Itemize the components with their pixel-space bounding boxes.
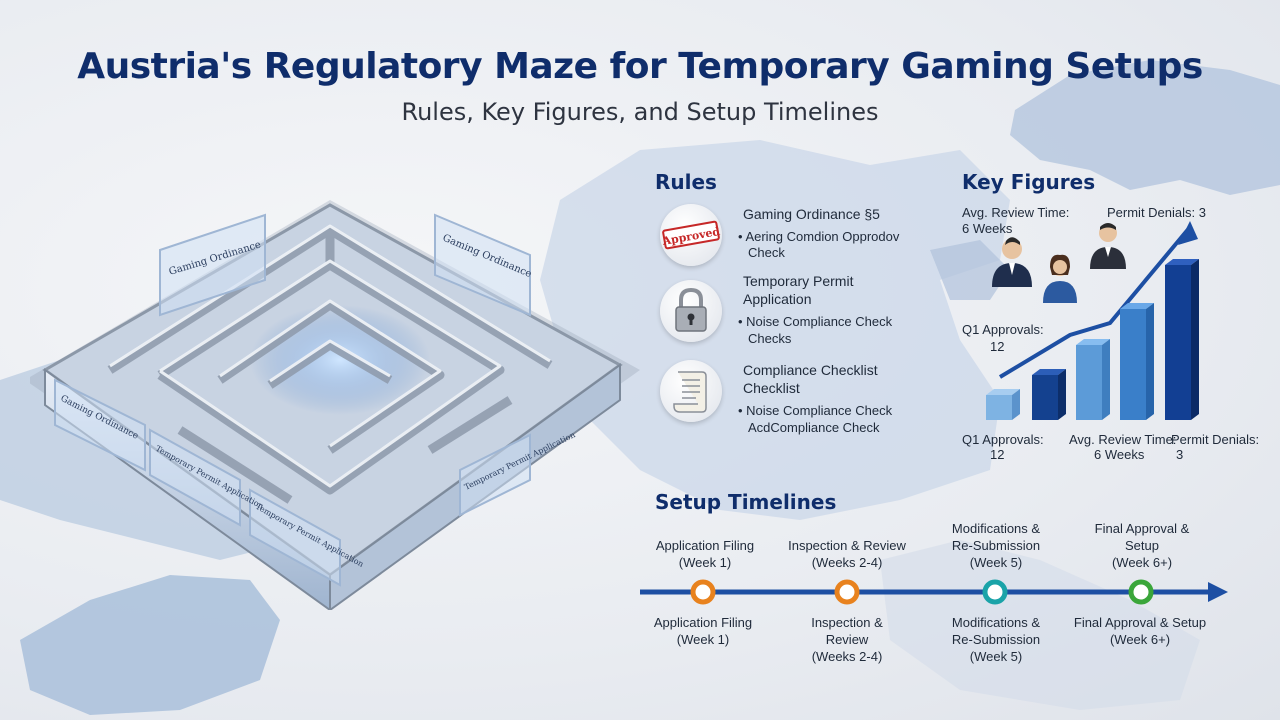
timeline-step-label: Modifications & xyxy=(951,521,1041,536)
timeline-step-week: (Week 1) xyxy=(676,632,730,647)
map-region-bottom-left xyxy=(20,575,280,715)
timeline-step-label: Inspection & xyxy=(811,615,883,630)
timeline-node xyxy=(982,579,1008,605)
timeline-step-label: Review xyxy=(825,632,869,647)
person-icon xyxy=(1090,223,1126,269)
permit-denials-label: Permit Denials: 3 xyxy=(1107,205,1206,220)
key-figures-heading: Key Figures xyxy=(962,170,1096,194)
padlock-icon xyxy=(660,280,722,342)
rule-detail: Checks xyxy=(748,331,792,346)
timeline-step-label: Final Approval & xyxy=(1094,521,1190,536)
timeline-node xyxy=(690,579,716,605)
person-icon xyxy=(1043,254,1077,303)
timeline-track xyxy=(640,579,1228,605)
page-title: Austria's Regulatory Maze for Temporary … xyxy=(77,46,1203,87)
rule-detail: Check xyxy=(748,245,785,260)
q1-approvals-value: 12 xyxy=(990,339,1005,354)
timeline-step-label: Application Filing xyxy=(655,538,755,553)
avg-review-label: Avg. Review Time: xyxy=(962,205,1070,220)
scroll-document-icon xyxy=(660,360,722,422)
map-region-mid-right xyxy=(930,240,1010,300)
timeline-step-week: (Weeks 2-4) xyxy=(811,649,883,664)
timeline-arrowhead xyxy=(1208,582,1228,602)
rule-title: Checklist xyxy=(743,380,800,396)
timeline-step-label: Modifications & xyxy=(951,615,1041,630)
bar-label-value: 6 Weeks xyxy=(1094,447,1145,462)
timeline-node xyxy=(1128,579,1154,605)
timeline-step-label: Re-Submission xyxy=(951,538,1041,553)
rule-detail: • Noise Compliance Check xyxy=(738,314,893,329)
timeline-step-label: Final Approval & Setup xyxy=(1073,615,1207,630)
timeline-step-week: (Week 6+) xyxy=(1109,632,1171,647)
page-subtitle: Rules, Key Figures, and Setup Timelines xyxy=(401,98,879,126)
rule-title: Temporary Permit xyxy=(743,273,854,289)
map-region-center xyxy=(540,140,1010,520)
rule-title: Gaming Ordinance §5 xyxy=(743,206,880,222)
timeline-step-label: Re-Submission xyxy=(951,632,1041,647)
bar-label: Permit Denials: xyxy=(1171,432,1260,447)
rule-detail: • Noise Compliance Check xyxy=(738,403,893,418)
maze-glass-panels xyxy=(54,213,531,587)
timeline-step-week: (Week 5) xyxy=(969,555,1023,570)
map-region-top-right xyxy=(1010,60,1280,195)
timeline-step-week: (Week 1) xyxy=(678,555,732,570)
timeline-node xyxy=(834,579,860,605)
rule-title: Application xyxy=(743,291,812,307)
person-icon xyxy=(992,237,1032,287)
trend-arrow xyxy=(998,225,1192,379)
timeline-step-label: Setup xyxy=(1125,538,1159,553)
timeline-step-week: (Week 5) xyxy=(969,649,1023,664)
timeline-step-week: (Week 6+) xyxy=(1111,555,1173,570)
q1-approvals-label: Q1 Approvals: xyxy=(962,322,1044,337)
avg-review-value: 6 Weeks xyxy=(962,221,1013,236)
map-region-bottom-right xyxy=(880,540,1200,710)
bar-label: Avg. Review Time: xyxy=(1069,432,1177,447)
key-figures-graphic xyxy=(986,221,1199,420)
rule-detail: • Aering Comdion Opprodov xyxy=(738,229,900,244)
bar-label: Q1 Approvals: xyxy=(962,432,1044,447)
bar-label-value: 12 xyxy=(990,447,1005,462)
maze-inner-walls xyxy=(107,225,553,504)
maze-inner-highlights xyxy=(109,224,551,488)
rules-heading: Rules xyxy=(655,170,717,194)
rule-detail: AcdCompliance Check xyxy=(748,420,880,435)
timeline-heading: Setup Timelines xyxy=(655,490,837,514)
timeline-step-week: (Weeks 2-4) xyxy=(811,555,883,570)
rule-title: Compliance Checklist xyxy=(743,362,878,378)
trend-arrowhead xyxy=(1178,221,1198,245)
maze-illustration: Gaming Ordinance Gaming Ordinance Gaming… xyxy=(30,200,640,610)
bar-label-value: 3 xyxy=(1176,447,1184,462)
timeline-step-label: Inspection & Review xyxy=(788,538,906,553)
bar-chart-bars xyxy=(986,259,1199,420)
timeline-step-label: Application Filing xyxy=(653,615,753,630)
approved-stamp-icon: Approved xyxy=(660,204,722,266)
